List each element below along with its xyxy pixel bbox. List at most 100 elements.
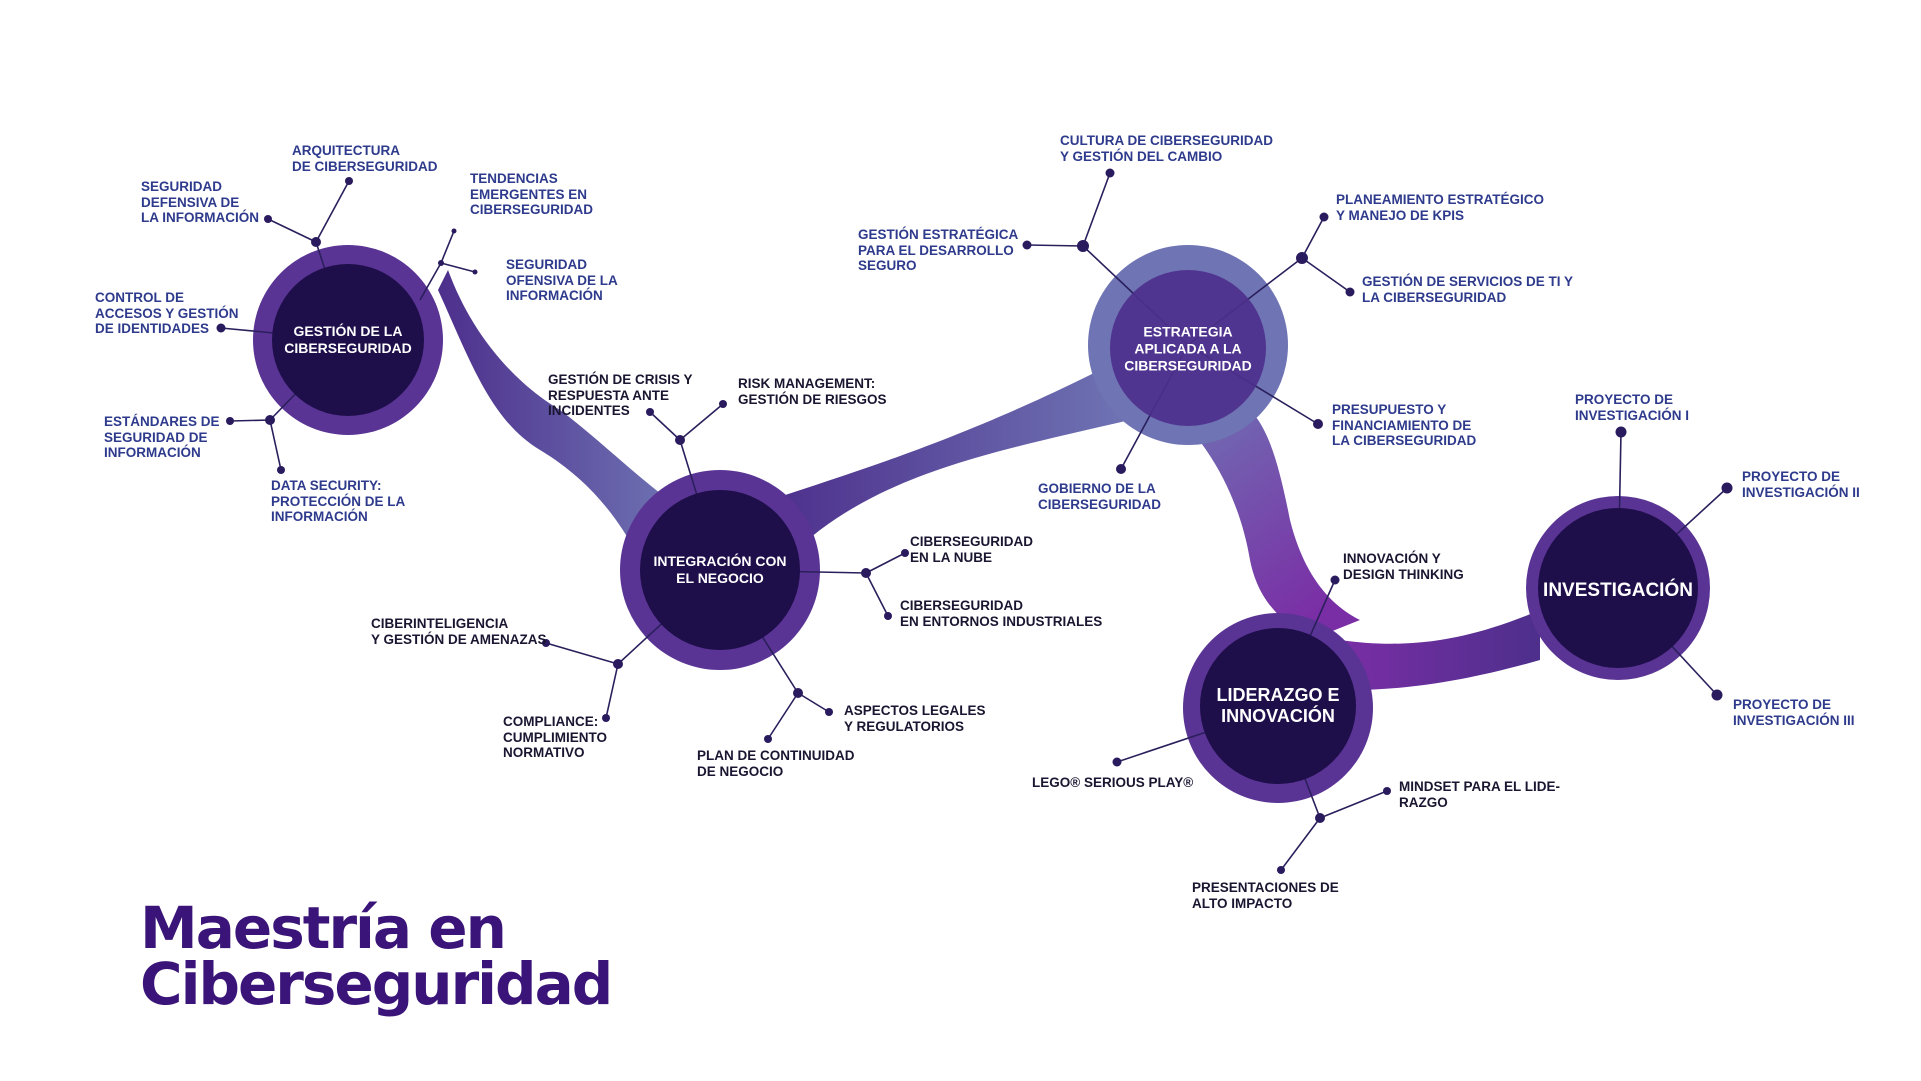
- label-line: PROYECTO DE: [1575, 392, 1674, 407]
- label-proyecto-2: PROYECTO DE INVESTIGACIÓN II: [1742, 469, 1860, 500]
- branch-dot: [764, 735, 772, 743]
- label-presupuesto: PRESUPUESTO Y FINANCIAMIENTO DE LA CIBER…: [1332, 402, 1476, 449]
- connector-line: [865, 552, 906, 574]
- hub-gestion-ciberseguridad[interactable]: GESTIÓN DE LA CIBERSEGURIDAD: [284, 323, 412, 357]
- branch-dot: [675, 435, 685, 445]
- hub-line: CIBERSEGURIDAD: [284, 340, 412, 356]
- branch-dot: [1116, 464, 1126, 474]
- label-line: RESPUESTA ANTE: [548, 387, 670, 403]
- label-proyecto-1: PROYECTO DE INVESTIGACIÓN I: [1575, 392, 1689, 423]
- label-ciberinteligencia: CIBERINTELIGENCIA Y GESTIÓN DE AMENAZAS: [371, 616, 547, 647]
- label-seguridad-defensiva: SEGURIDAD DEFENSIVA DE LA INFORMACIÓN: [141, 179, 259, 226]
- label-line: RAZGO: [1399, 794, 1448, 810]
- label-desarrollo-seguro: GESTIÓN ESTRATÉGICA PARA EL DESARROLLO S…: [858, 227, 1018, 274]
- label-line: SEGURIDAD DE: [104, 429, 208, 445]
- label-line: PLAN DE CONTINUIDAD: [697, 748, 855, 763]
- label-line: SEGURIDAD: [141, 179, 223, 194]
- label-line: PROYECTO DE: [1742, 469, 1841, 484]
- label-lego: LEGO® SERIOUS PLAY®: [1032, 775, 1193, 791]
- label-line: ARQUITECTURA: [292, 143, 400, 158]
- branch-dot: [451, 228, 457, 234]
- label-proyecto-3: PROYECTO DE INVESTIGACIÓN III: [1733, 697, 1855, 728]
- label-line: Y MANEJO DE KPIS: [1336, 207, 1465, 223]
- hub-liderazgo-innovacion[interactable]: LIDERAZGO E INNOVACIÓN: [1216, 685, 1339, 727]
- label-line: DE NEGOCIO: [697, 763, 784, 779]
- ribbon-integracion-estrategia: [770, 370, 1130, 575]
- label-line: DE IDENTIDADES: [95, 321, 210, 336]
- label-line: INNOVACIÓN Y: [1343, 551, 1441, 566]
- hub-line: LIDERAZGO E: [1216, 685, 1340, 705]
- ribbon-estrategia-liderazgo: [1160, 400, 1360, 640]
- label-line: CIBERINTELIGENCIA: [371, 616, 509, 631]
- label-line: COMPLIANCE:: [503, 714, 599, 729]
- label-line: OFENSIVA DE LA: [506, 272, 618, 288]
- label-line: GESTIÓN ESTRATÉGICA: [858, 227, 1019, 242]
- label-line: INFORMACIÓN: [104, 445, 201, 460]
- label-line: DESIGN THINKING: [1343, 566, 1464, 582]
- hub-core-liderazgo: [1200, 628, 1356, 784]
- branch-dot: [438, 260, 444, 266]
- label-line: LA CIBERSEGURIDAD: [1332, 433, 1477, 448]
- label-line: INVESTIGACIÓN I: [1575, 407, 1690, 423]
- label-risk-management: RISK MANAGEMENT: GESTIÓN DE RIESGOS: [738, 376, 887, 407]
- label-seguridad-ofensiva: SEGURIDAD OFENSIVA DE LA INFORMACIÓN: [506, 257, 618, 304]
- hub-line: INNOVACIÓN: [1221, 706, 1335, 726]
- branch-dot: [1330, 575, 1340, 585]
- connector-line: [1082, 172, 1111, 247]
- branch-dot: [226, 417, 234, 425]
- hub-investigacion[interactable]: INVESTIGACIÓN: [1543, 580, 1693, 602]
- label-line: GESTIÓN DE CRISIS Y: [548, 372, 693, 387]
- label-line: INVESTIGACIÓN II: [1742, 484, 1860, 500]
- label-line: Y GESTIÓN DE AMENAZAS: [371, 631, 547, 647]
- label-control-accesos: CONTROL DE ACCESOS Y GESTIÓN DE IDENTIDA…: [95, 290, 239, 337]
- connector-line: [269, 419, 282, 471]
- label-line: INFORMACIÓN: [506, 288, 603, 303]
- branch-dot: [884, 612, 892, 620]
- label-line: TENDENCIAS: [470, 171, 558, 186]
- label-line: ACCESOS Y GESTIÓN: [95, 305, 239, 321]
- label-plan-continuidad: PLAN DE CONTINUIDAD DE NEGOCIO: [697, 748, 855, 779]
- title-line-1: Maestría en: [140, 894, 507, 962]
- label-line: FINANCIAMIENTO DE: [1332, 417, 1472, 433]
- connector-line: [767, 692, 799, 740]
- branch-dot: [277, 466, 285, 474]
- label-line: LA INFORMACIÓN: [141, 210, 259, 225]
- label-line: RISK MANAGEMENT:: [738, 376, 876, 391]
- title-line-2: Ciberseguridad: [140, 950, 613, 1018]
- label-line: CIBERSEGURIDAD: [910, 534, 1034, 549]
- label-line: PRESENTACIONES DE: [1192, 880, 1339, 895]
- label-line: MINDSET PARA EL LIDE-: [1399, 779, 1561, 794]
- branch-dot: [265, 415, 275, 425]
- branch-dot: [1022, 240, 1032, 250]
- connector-line: [419, 262, 442, 301]
- label-line: PARA EL DESARROLLO: [858, 242, 1014, 258]
- label-line: DE CIBERSEGURIDAD: [292, 158, 438, 174]
- ribbon-liderazgo-investigacion: [1340, 610, 1540, 690]
- branch-dot: [793, 688, 803, 698]
- branch-dot: [825, 708, 833, 716]
- branch-dot: [1296, 252, 1308, 264]
- hub-core-investigacion: [1538, 508, 1698, 668]
- label-line: INCIDENTES: [548, 403, 630, 418]
- branch-dot: [1721, 482, 1733, 494]
- connector-line: [605, 663, 619, 719]
- ribbon-gestion-integracion: [438, 270, 680, 560]
- hub-integracion-negocio[interactable]: INTEGRACIÓN CON EL NEGOCIO: [654, 553, 787, 587]
- branch-dot: [602, 714, 610, 722]
- label-line: SEGURO: [858, 258, 917, 273]
- hub-core-estrategia: [1110, 270, 1266, 426]
- hub-estrategia-aplicada[interactable]: ESTRATEGIA APLICADA A LA CIBERSEGURIDAD: [1124, 324, 1252, 375]
- label-line: Y GESTIÓN DEL CAMBIO: [1060, 148, 1223, 164]
- branch-dot: [472, 269, 478, 275]
- label-line: EMERGENTES EN: [470, 186, 588, 202]
- hub-line: INVESTIGACIÓN: [1543, 580, 1693, 601]
- connector-line: [679, 403, 724, 441]
- label-line: ESTÁNDARES DE: [104, 414, 220, 429]
- branch-dot: [646, 408, 654, 416]
- hub-line: INTEGRACIÓN CON: [653, 553, 787, 569]
- label-line: INVESTIGACIÓN III: [1733, 712, 1855, 728]
- branch-dot: [542, 639, 550, 647]
- label-planeamiento: PLANEAMIENTO ESTRATÉGICO Y MANEJO DE KPI…: [1336, 192, 1544, 223]
- branch-dot: [1277, 866, 1285, 874]
